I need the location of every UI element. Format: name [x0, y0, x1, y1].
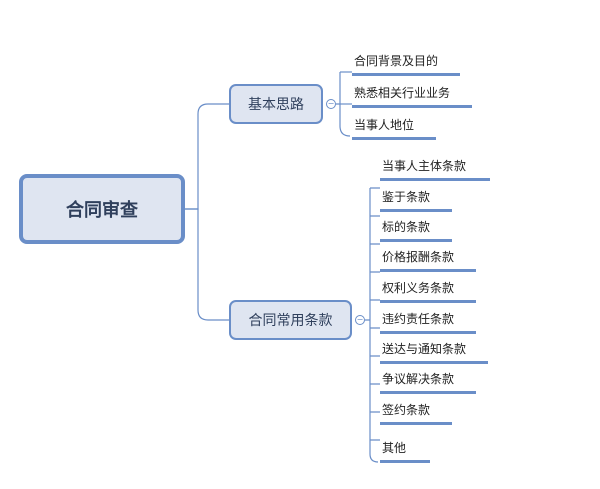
- root-node-label: 合同审查: [66, 200, 138, 221]
- leaf-node[interactable]: 熟悉相关行业业务: [352, 82, 472, 108]
- root-node[interactable]: 合同审查: [19, 174, 185, 244]
- collapse-toggle-icon[interactable]: −: [326, 99, 336, 109]
- leaf-node[interactable]: 其他: [380, 437, 430, 463]
- collapse-toggle-icon[interactable]: −: [355, 315, 365, 325]
- leaf-node[interactable]: 违约责任条款: [380, 308, 476, 334]
- connector-branch2-stubs: [370, 187, 380, 441]
- leaf-node[interactable]: 签约条款: [380, 399, 452, 425]
- leaf-node[interactable]: 合同背景及目的: [352, 50, 460, 76]
- connector-root-branch1: [185, 103, 229, 210]
- leaf-node[interactable]: 当事人地位: [352, 114, 436, 140]
- connector-root-branch2: [185, 208, 229, 321]
- connector-branch2-vertical: [365, 188, 379, 463]
- leaf-node[interactable]: 鉴于条款: [380, 186, 452, 212]
- leaf-node[interactable]: 送达与通知条款: [380, 338, 488, 364]
- branch-node-basic-approach[interactable]: 基本思路: [229, 84, 323, 124]
- leaf-node[interactable]: 争议解决条款: [380, 368, 476, 394]
- branch-node-label: 基本思路: [248, 97, 304, 113]
- branch-node-label: 合同常用条款: [248, 313, 333, 329]
- leaf-node[interactable]: 权利义务条款: [380, 277, 476, 303]
- leaf-node[interactable]: 价格报酬条款: [380, 246, 476, 272]
- branch-node-common-clauses[interactable]: 合同常用条款: [229, 300, 352, 340]
- connector-branch1-vertical: [336, 72, 351, 137]
- leaf-node[interactable]: 标的条款: [380, 216, 452, 242]
- leaf-node[interactable]: 当事人主体条款: [380, 155, 490, 181]
